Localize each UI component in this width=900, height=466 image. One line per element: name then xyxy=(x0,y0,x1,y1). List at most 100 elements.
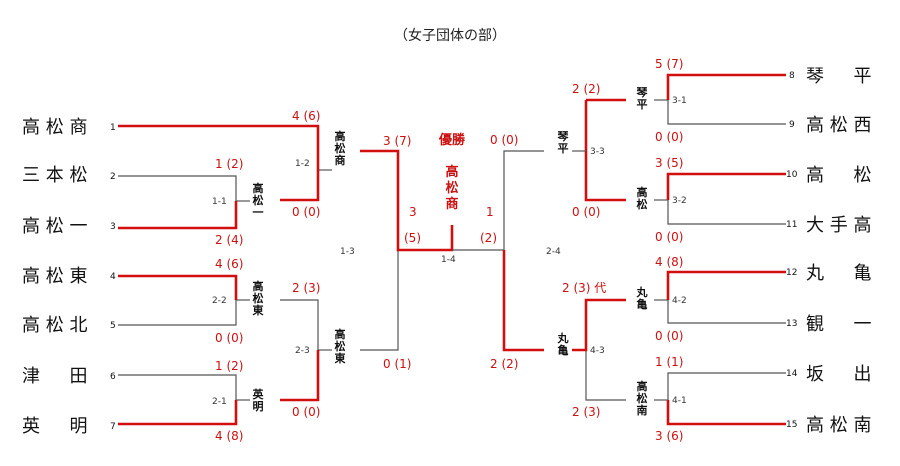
right-r1b-winner: 高松 xyxy=(637,185,648,211)
left-team-7-seed: 7 xyxy=(110,422,116,432)
left-winner-path-team1 xyxy=(118,124,320,202)
score-r-r1d-out: 2 (3) xyxy=(572,405,600,419)
right-line-team14 xyxy=(667,372,786,400)
right-team-14-seed: 14 xyxy=(786,369,798,379)
score-final-left-top: 3 xyxy=(409,205,417,219)
right-team-11-name: 大 手 高 xyxy=(806,215,871,236)
left-team-6-name: 津 田 xyxy=(22,366,87,387)
left-team-6-seed: 6 xyxy=(110,372,116,382)
score-team14: 1 (1) xyxy=(655,355,683,369)
champion-label: 優勝 xyxy=(438,132,466,148)
left-winner-path-final xyxy=(360,149,454,252)
right-team-13-seed: 13 xyxy=(786,319,797,329)
right-r1b-winner-char: 高 xyxy=(637,185,648,199)
match-ref-final: 1-4 xyxy=(441,255,456,265)
score-team4: 4 (6) xyxy=(215,257,243,271)
match-ref-r4: 4-1 xyxy=(672,396,687,406)
right-team-10-seed: 10 xyxy=(786,170,798,180)
right-r1d-winner: 高松南 xyxy=(637,379,648,417)
champion-team-char: 商 xyxy=(445,196,458,212)
right-team-15-seed: 15 xyxy=(786,420,797,430)
match-ref-l2: 2-2 xyxy=(212,296,227,306)
left-team-2-seed: 2 xyxy=(110,172,116,182)
left-r2a-winner-char: 商 xyxy=(335,153,346,167)
left-r3-lower-line xyxy=(360,250,399,351)
score-r1d-out: 0 (0) xyxy=(292,405,320,419)
right-r2a-winner-path xyxy=(584,100,626,202)
match-ref-l1: 1-1 xyxy=(212,197,227,207)
left-team-4-seed: 4 xyxy=(110,272,116,282)
match-ref-r6: 4-3 xyxy=(590,346,605,356)
right-r1d-winner-char: 高 xyxy=(637,379,648,393)
left-winner-path-team7 xyxy=(118,400,238,426)
right-r3-upper-line xyxy=(503,150,544,250)
match-ref-r1: 3-1 xyxy=(672,96,687,106)
right-team-11-seed: 11 xyxy=(786,220,797,230)
right-r1a-winner: 琴平 xyxy=(636,86,648,111)
match-ref-r2: 3-2 xyxy=(672,196,687,206)
right-team-9-name: 高 松 西 xyxy=(806,115,871,136)
left-winner-path-team3 xyxy=(118,201,238,230)
left-r2b-winner: 高松東 xyxy=(335,327,347,365)
left-winner-path-team4 xyxy=(118,274,238,300)
right-team-10-name: 高 松 xyxy=(806,165,871,186)
right-r1a-winner-char: 琴 xyxy=(636,86,648,99)
right-r1b-winner-char: 松 xyxy=(637,197,648,211)
right-winner-path-team12 xyxy=(666,270,786,300)
match-ref-r7: 2-4 xyxy=(546,247,561,257)
left-r1c-winner-char: 高 xyxy=(253,279,264,293)
right-team-15-name: 高 松 南 xyxy=(806,415,871,436)
score-r2a-out: 3 (7) xyxy=(383,134,411,148)
left-r1b-winner-char: 一 xyxy=(253,206,264,219)
left-r2a-winner-char: 高 xyxy=(335,129,346,143)
champion-team: 高松商 xyxy=(445,164,458,212)
left-team-7-name: 英 明 xyxy=(22,416,87,437)
score-team7: 4 (8) xyxy=(215,429,243,443)
score-r-r2b-out: 2 (2) xyxy=(490,357,518,371)
score-final-right-bot: (2) xyxy=(480,231,497,245)
left-team-3-seed: 3 xyxy=(110,222,116,232)
score-team3: 2 (4) xyxy=(215,233,243,247)
score-r-r1b-out: 0 (0) xyxy=(572,205,600,219)
score-r-r1a-out: 2 (2) xyxy=(572,82,600,96)
right-team-9-seed: 9 xyxy=(789,120,795,130)
score-team9: 0 (0) xyxy=(655,130,683,144)
score-team6: 1 (2) xyxy=(215,359,243,373)
match-ref-r5: 3-3 xyxy=(590,147,605,157)
right-winner-path-team10 xyxy=(666,172,786,200)
left-r2a-winner: 高松商 xyxy=(335,129,346,167)
left-r1b-winner-char: 高 xyxy=(253,181,264,195)
left-r1d-winner-char: 英 xyxy=(252,387,265,401)
right-line-team11 xyxy=(667,200,786,225)
left-r1c-winner: 高松東 xyxy=(253,279,265,317)
score-r1c-out: 2 (3) xyxy=(292,281,320,295)
right-r2a-winner-char: 琴 xyxy=(557,130,569,143)
left-team-3-name: 高 松 一 xyxy=(22,216,87,237)
right-r2b-lower-line xyxy=(585,350,626,401)
score-team8: 5 (7) xyxy=(655,57,683,71)
right-r1c-winner-char: 丸 xyxy=(636,285,649,299)
score-team10: 3 (5) xyxy=(655,156,683,170)
right-line-team13 xyxy=(667,300,786,324)
left-team-5-name: 高 松 北 xyxy=(22,315,87,336)
score-r1b-out: 0 (0) xyxy=(292,205,320,219)
champion-team-char: 高 xyxy=(445,164,458,180)
match-ref-l4: 1-2 xyxy=(295,159,310,169)
left-r2a-winner-char: 松 xyxy=(335,141,346,155)
score-team5: 0 (0) xyxy=(215,331,243,345)
right-r1c-winner-char: 亀 xyxy=(637,297,648,311)
right-r2a-winner-char: 平 xyxy=(558,142,569,155)
right-r2b-winner-char: 丸 xyxy=(557,331,570,345)
right-team-12-name: 丸 亀 xyxy=(806,263,871,284)
right-r1c-winner: 丸亀 xyxy=(636,285,649,311)
left-r1c-winner-char: 東 xyxy=(253,303,265,317)
left-winner-path-r2b xyxy=(280,350,320,402)
right-r2b-winner-char: 亀 xyxy=(558,343,569,357)
right-team-12-seed: 12 xyxy=(786,268,797,278)
match-ref-l3: 2-1 xyxy=(212,397,227,407)
score-team15: 3 (6) xyxy=(655,429,683,443)
left-team-2-name: 三 本 松 xyxy=(22,165,87,186)
score-team12: 4 (8) xyxy=(655,255,683,269)
left-team-1-seed: 1 xyxy=(110,123,116,133)
left-r2b-winner-char: 東 xyxy=(335,351,347,365)
